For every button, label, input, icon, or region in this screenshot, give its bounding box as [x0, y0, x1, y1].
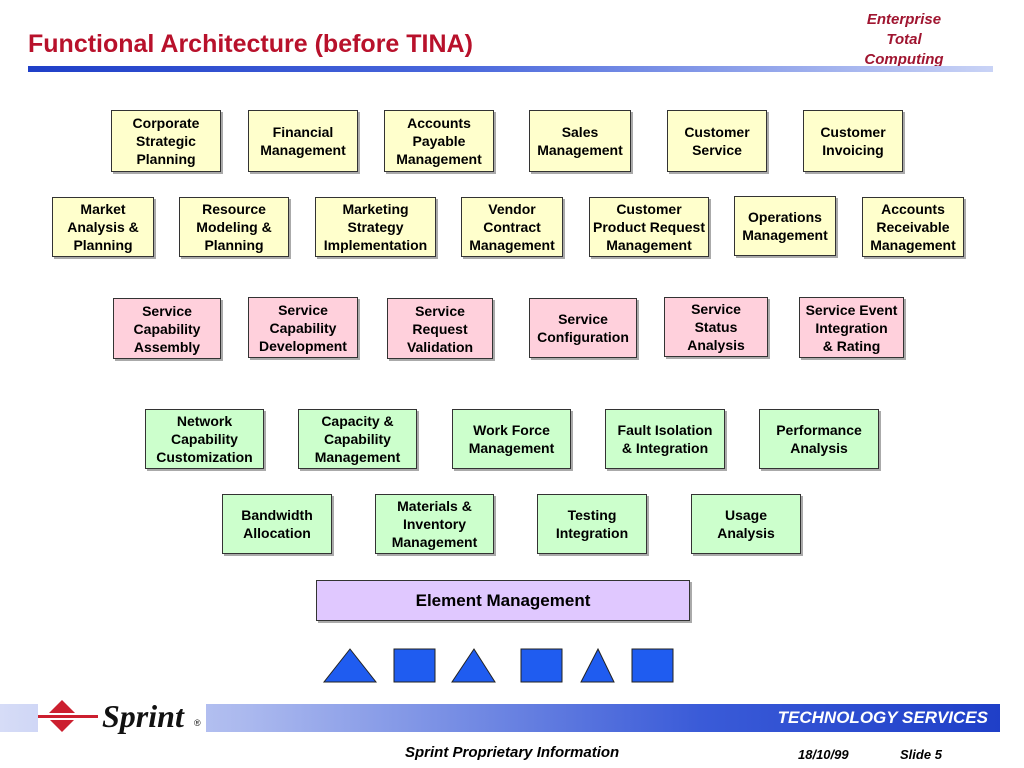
network-element-triangle-icon [322, 648, 378, 683]
function-box: Service Request Validation [387, 298, 493, 359]
function-box: Usage Analysis [691, 494, 801, 554]
function-box: Service Capability Development [248, 297, 358, 358]
function-box: Customer Invoicing [803, 110, 903, 172]
function-box: Bandwidth Allocation [222, 494, 332, 554]
function-box: Service Capability Assembly [113, 298, 221, 359]
brand-label: Enterprise Total Computing [840, 10, 968, 70]
sprint-logo: Sprint ® [38, 694, 206, 738]
function-box: Service Event Integration & Rating [799, 297, 904, 358]
box-label: Market Analysis & Planning [67, 201, 139, 253]
function-box: Testing Integration [537, 494, 647, 554]
network-element-square-icon [631, 648, 674, 683]
box-label: Customer Service [684, 124, 750, 158]
network-element-triangle-icon [580, 647, 615, 683]
function-box: Capacity & Capability Management [298, 409, 417, 469]
box-label: Accounts Receivable Management [870, 201, 956, 253]
function-box: Performance Analysis [759, 409, 879, 469]
box-label: Sales Management [537, 124, 623, 158]
registered-mark: ® [194, 718, 201, 728]
function-box: Service Configuration [529, 298, 637, 358]
slide-number: 5 [934, 747, 942, 762]
element-management-label: Element Management [415, 590, 591, 610]
brand-line-1: Enterprise [866, 11, 942, 28]
sprint-diamond-icon [38, 700, 98, 732]
slide-date: 18/10/99 [798, 747, 849, 762]
page-title: Functional Architecture (before TINA) [28, 30, 473, 58]
function-box: Fault Isolation & Integration [605, 409, 725, 469]
function-box: Sales Management [529, 110, 631, 172]
box-label: Usage Analysis [717, 507, 775, 541]
box-label: Operations Management [742, 209, 828, 243]
function-box: Marketing Strategy Implementation [315, 197, 436, 257]
box-label: Performance Analysis [776, 422, 862, 456]
box-label: Service Configuration [537, 311, 629, 345]
network-element-square-icon [520, 648, 563, 683]
element-management-box: Element Management [316, 580, 690, 621]
box-label: Service Event Integration & Rating [805, 301, 898, 354]
network-element-triangle-icon [451, 648, 496, 683]
function-box: Accounts Payable Management [384, 110, 494, 172]
box-label: Vendor Contract Management [469, 201, 555, 253]
function-box: Resource Modeling & Planning [179, 197, 289, 257]
title-rule [28, 66, 993, 72]
box-label: Testing Integration [555, 507, 629, 541]
function-box: Corporate Strategic Planning [111, 110, 221, 172]
box-label: Service Capability Assembly [133, 302, 201, 355]
proprietary-label: Sprint Proprietary Information [405, 744, 620, 761]
function-box: Financial Management [248, 110, 358, 172]
box-label: Service Request Validation [406, 302, 474, 355]
box-label: Fault Isolation & Integration [617, 422, 713, 456]
function-box: Materials & Inventory Management [375, 494, 494, 554]
box-label: Corporate Strategic Planning [132, 115, 200, 167]
box-label: Accounts Payable Management [396, 115, 482, 167]
box-label: Customer Product Request Management [592, 201, 705, 253]
box-label: Financial Management [260, 124, 346, 158]
box-label: Bandwidth Allocation [241, 507, 313, 541]
network-element-square-icon [393, 648, 436, 683]
function-box: Customer Service [667, 110, 767, 172]
function-box: Market Analysis & Planning [52, 197, 154, 257]
box-label: Service Status Analysis [687, 301, 745, 353]
function-box: Vendor Contract Management [461, 197, 563, 257]
sprint-logo-text: Sprint [102, 698, 184, 734]
function-box: Work Force Management [452, 409, 571, 469]
function-box: Network Capability Customization [145, 409, 264, 469]
box-label: Network Capability Customization [156, 413, 253, 465]
box-label: Work Force Management [468, 422, 555, 456]
box-label: Materials & Inventory Management [391, 498, 478, 550]
brand-line-3: Computing [864, 51, 944, 68]
function-box: Accounts Receivable Management [862, 197, 964, 257]
brand-line-2: Total [886, 31, 922, 48]
function-box: Service Status Analysis [664, 297, 768, 357]
slide-label: Slide [900, 747, 932, 762]
box-label: Capacity & Capability Management [314, 413, 401, 465]
box-label: Customer Invoicing [820, 124, 886, 158]
technology-services-label: TECHNOLOGY SERVICES [777, 708, 988, 727]
function-box: Customer Product Request Management [589, 197, 709, 257]
slide-number-label: Slide 5 [900, 747, 942, 762]
box-label: Service Capability Development [259, 301, 347, 354]
function-box: Operations Management [734, 196, 836, 256]
box-label: Resource Modeling & Planning [196, 201, 272, 253]
box-label: Marketing Strategy Implementation [323, 201, 428, 253]
